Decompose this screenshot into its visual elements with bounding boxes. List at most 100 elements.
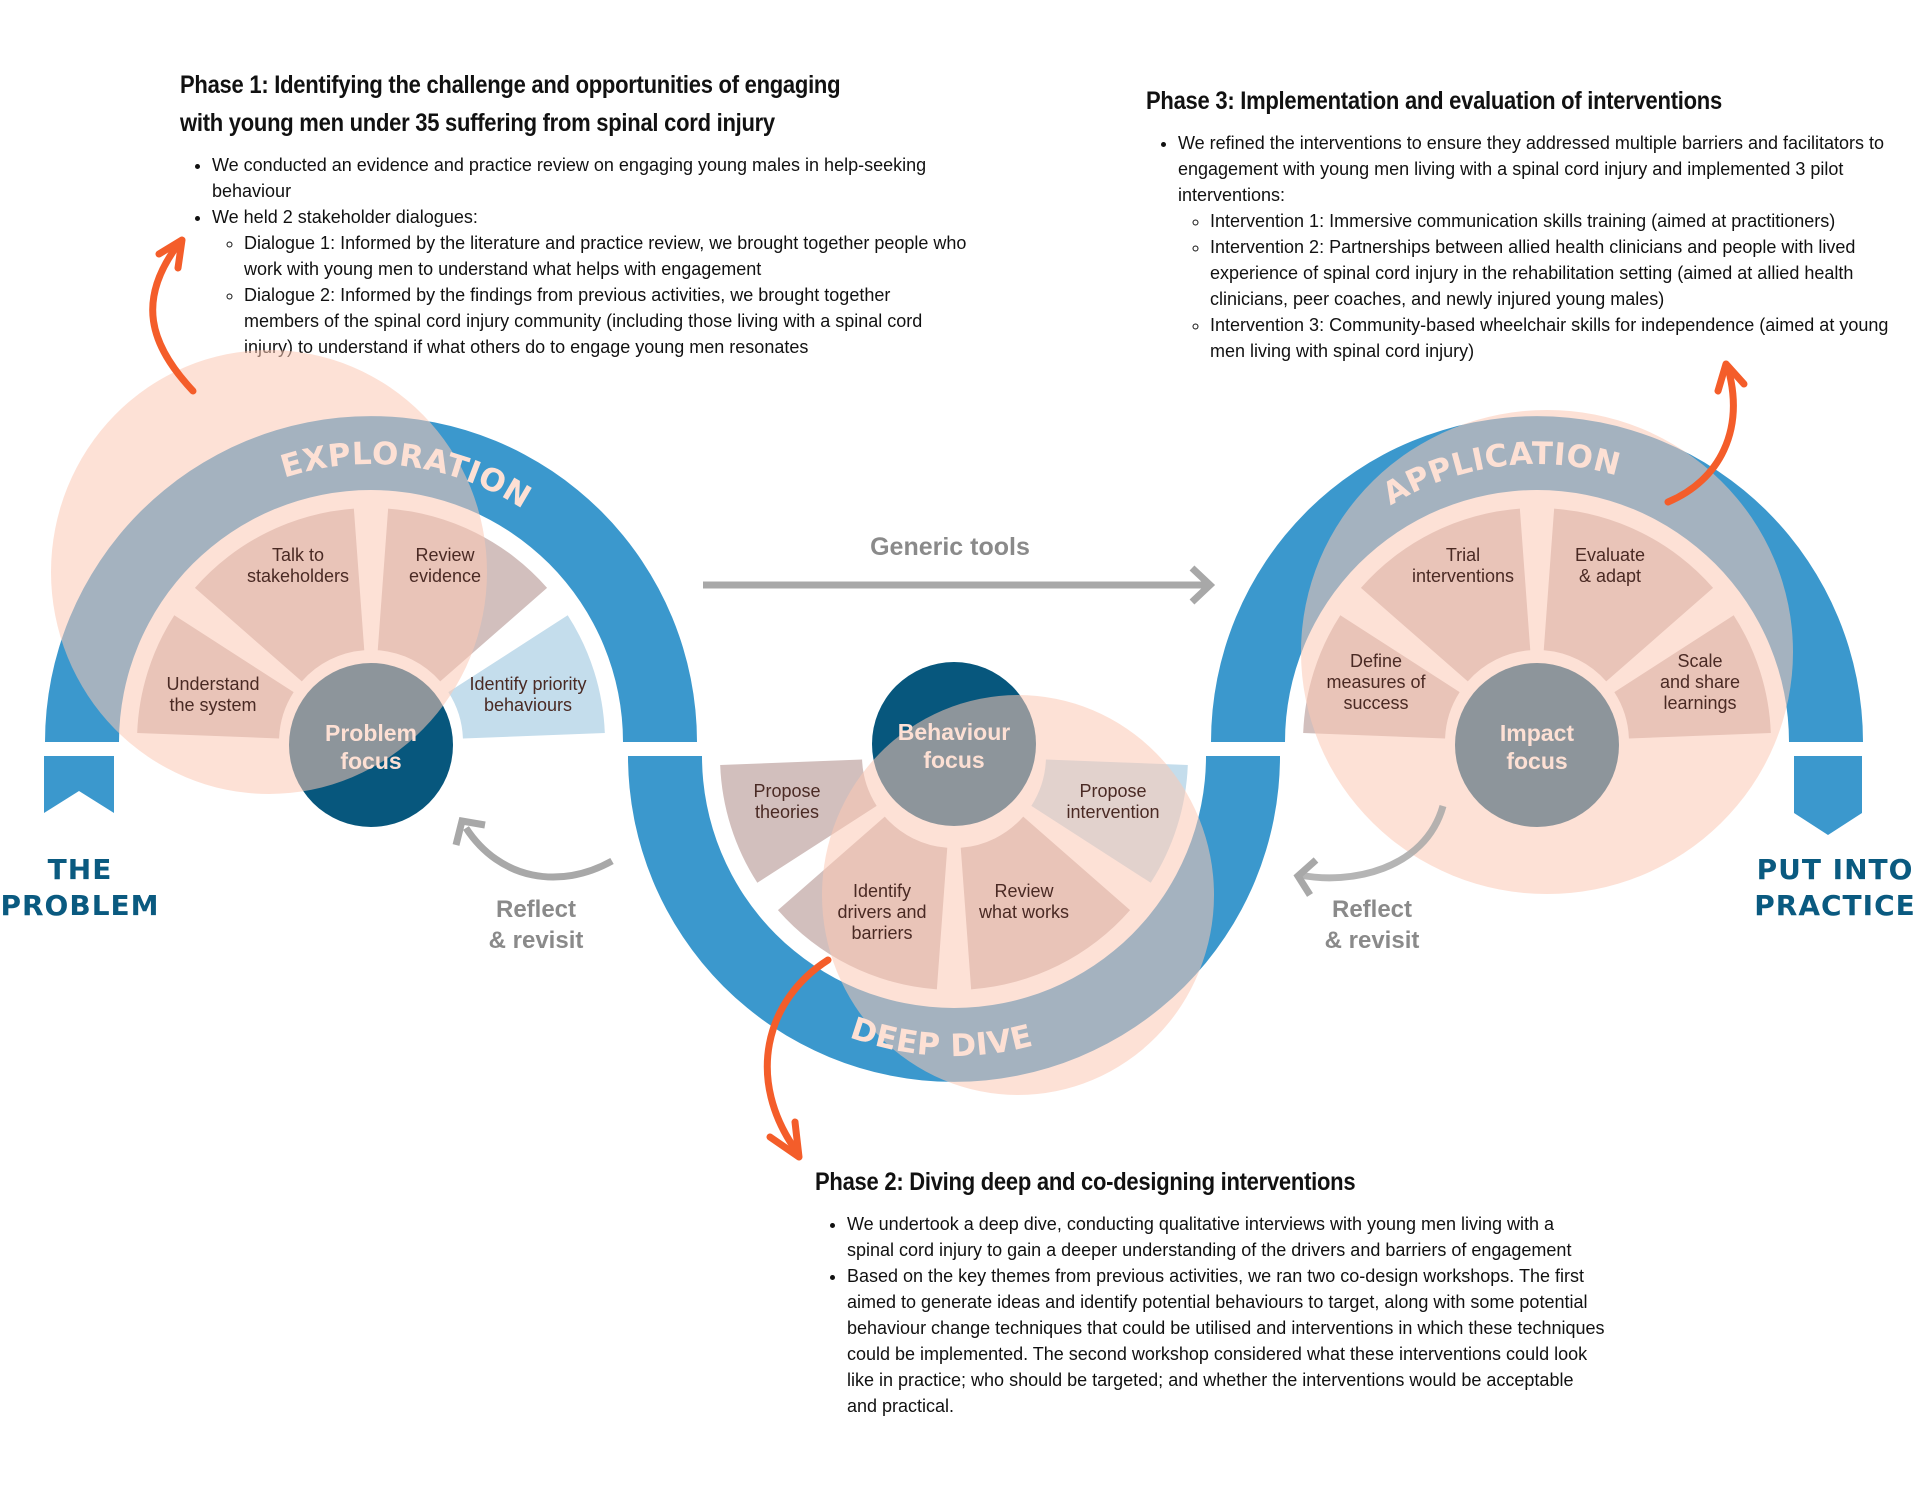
exploration-segment-label-line: evidence [409, 566, 481, 586]
end-ribbon-icon [1794, 756, 1862, 835]
exploration-segment-label-line: behaviours [484, 695, 572, 715]
reflect-left-label: Reflect & revisit [489, 896, 584, 954]
reflect-right-label-line: Reflect [1332, 896, 1412, 923]
phase3-bullets: We refined the interventions to ensure t… [1146, 130, 1906, 364]
phase3-bullet: We refined the interventions to ensure t… [1178, 130, 1906, 364]
reflect-left-label-line: Reflect [496, 896, 576, 923]
phase3-arrowhead-icon [1714, 360, 1748, 395]
start-ribbon-icon [44, 756, 114, 813]
phase3-sub-bullet: Intervention 1: Immersive communication … [1210, 208, 1906, 234]
application-segment-label-line: Trial [1446, 545, 1480, 565]
deep-dive-focus-label-line: focus [923, 747, 984, 773]
application-segment-label-line: Define [1350, 651, 1402, 671]
phase3-orange-arrow [1664, 364, 1737, 506]
application-segment-label-line: and share [1660, 672, 1740, 692]
exploration-segment-label-line: Talk to [272, 545, 324, 565]
phase1-bullet: We held 2 stakeholder dialogues: Dialogu… [212, 204, 970, 360]
phase2-arrowhead-icon [766, 1118, 803, 1161]
highlight-circles [51, 350, 1793, 1095]
deep-dive-segment-label-line: Identify [853, 881, 911, 901]
phase2-text: Phase 2: Diving deep and co-designing in… [815, 1163, 1605, 1419]
phase2-title: Phase 2: Diving deep and co-designing in… [815, 1168, 1356, 1196]
reflect-right-label-line: & revisit [1325, 927, 1420, 954]
deep-dive-segment-label-line: theories [755, 802, 819, 822]
deep-dive-segment-label-line: barriers [851, 923, 912, 943]
deep-dive-segment-label-line: Review [994, 881, 1054, 901]
phase1-highlight-circle [51, 350, 487, 794]
deep-dive-segment-label-line: intervention [1066, 802, 1159, 822]
generic-tools-arrowhead-icon [1189, 565, 1216, 605]
application-segment-label-line: Scale [1677, 651, 1722, 671]
phase3-sub-bullets: Intervention 1: Immersive communication … [1178, 208, 1906, 364]
reflect-left-arrowhead-icon [452, 816, 486, 846]
deep-dive-segment [720, 759, 877, 883]
application-segment-label-line: Evaluate [1575, 545, 1645, 565]
phase3-highlight-circle [1301, 410, 1793, 894]
deep-dive-segment-label-line: Propose [1079, 781, 1146, 801]
reflect-right-arrowhead-icon [1293, 857, 1319, 897]
phase1-text: Phase 1: Identifying the challenge and o… [180, 66, 970, 360]
put-into-practice-line: PUT INTO [1756, 853, 1914, 886]
deep-dive-segment-label-line: drivers and [837, 902, 926, 922]
phase2-bullets: We undertook a deep dive, conducting qua… [815, 1211, 1605, 1419]
application-segment-label-line: interventions [1412, 566, 1514, 586]
phase1-bullets: We conducted an evidence and practice re… [180, 152, 970, 360]
phase1-sub-bullet: Dialogue 2: Informed by the findings fro… [244, 282, 970, 360]
phase1-sub-bullets: Dialogue 1: Informed by the literature a… [212, 230, 970, 360]
generic-tools-label: Generic tools [870, 533, 1030, 561]
phase3-sub-bullet: Intervention 2: Partnerships between all… [1210, 234, 1906, 312]
phase1-arrowhead-icon [155, 236, 186, 272]
reflect-right-arrow [1299, 804, 1447, 882]
phase2-orange-arrow [763, 956, 832, 1156]
application-segment-label: Evaluate& adapt [1575, 545, 1645, 586]
reflect-right-label: Reflect & revisit [1325, 896, 1420, 954]
application-segment-label-line: success [1343, 693, 1408, 713]
phase1-bullet-text: We held 2 stakeholder dialogues: [212, 207, 478, 227]
the-problem-line: THE [47, 853, 113, 886]
application-focus-label-line: focus [1506, 748, 1567, 774]
phase1-title: Phase 1: Identifying the challenge and o… [180, 71, 841, 137]
phase3-text: Phase 3: Implementation and evaluation o… [1146, 82, 1906, 364]
the-problem-label: THE PROBLEM [0, 852, 160, 924]
deep-dive-focus-label-line: Behaviour [898, 719, 1011, 745]
deep-dive-segment-label-line: Propose [753, 781, 820, 801]
arrows [149, 236, 1748, 1161]
phase1-orange-arrow [149, 238, 197, 395]
phase2-bullet: Based on the key themes from previous ac… [847, 1263, 1605, 1419]
exploration-focus-label-line: focus [340, 748, 401, 774]
reflect-left-arrow [463, 826, 614, 881]
exploration-segment-label-line: Understand [166, 674, 259, 694]
the-problem-line: PROBLEM [0, 889, 160, 922]
phase1-sub-bullet: Dialogue 1: Informed by the literature a… [244, 230, 970, 282]
phase1-bullet: We conducted an evidence and practice re… [212, 152, 970, 204]
deep-dive-segment-label-line: what works [978, 902, 1069, 922]
exploration-segment-label-line: stakeholders [247, 566, 349, 586]
exploration-segment-label-line: Identify priority [469, 674, 586, 694]
application-segment-label-line: learnings [1663, 693, 1736, 713]
reflect-left-label-line: & revisit [489, 927, 584, 954]
exploration-focus-label-line: Problem [325, 720, 417, 746]
put-into-practice-label: PUT INTO PRACTICE [1750, 852, 1920, 924]
phase3-bullet-text: We refined the interventions to ensure t… [1178, 133, 1885, 205]
application-segment-label-line: & adapt [1579, 566, 1641, 586]
application-focus-label-line: Impact [1500, 720, 1574, 746]
put-into-practice-line: PRACTICE [1754, 889, 1916, 922]
exploration-segment-label-line: Review [415, 545, 475, 565]
application-segment-label-line: measures of [1326, 672, 1426, 692]
exploration-segment-label-line: the system [169, 695, 256, 715]
